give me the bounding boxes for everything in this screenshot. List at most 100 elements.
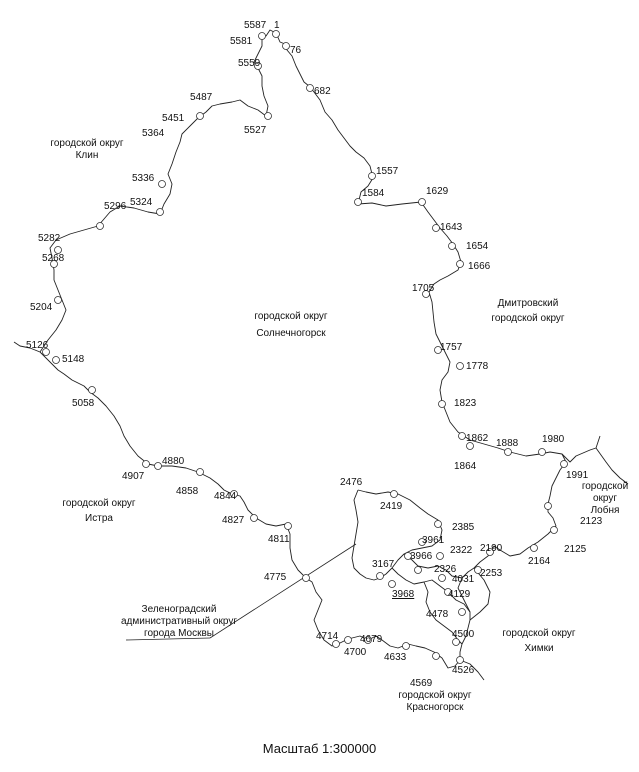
leader-line [125, 637, 211, 641]
region-klin: городской округ Клин [28, 138, 146, 162]
marker [438, 574, 446, 582]
marker [196, 112, 204, 120]
boundary-line [261, 29, 601, 463]
marker [264, 112, 272, 120]
boundary-line [469, 567, 491, 621]
point-label: 5527 [244, 125, 267, 136]
marker [504, 448, 512, 456]
point-label: 4827 [222, 515, 245, 526]
marker [550, 526, 558, 534]
marker [284, 522, 292, 530]
marker [196, 468, 204, 476]
point-label: 5581 [230, 36, 253, 47]
enclave-line [423, 581, 463, 645]
point-label: 3966 [410, 551, 433, 562]
marker [52, 356, 60, 364]
point-label: 5148 [62, 354, 85, 365]
point-label: 4526 [452, 665, 475, 676]
marker [88, 386, 96, 394]
point-label: 2123 [580, 516, 603, 527]
point-label: 4031 [452, 574, 475, 585]
region-khimki: городской округ Химки [484, 628, 594, 655]
point-label: 1557 [376, 166, 399, 177]
marker [142, 460, 150, 468]
marker [432, 652, 440, 660]
marker [544, 502, 552, 510]
point-label: 2419 [380, 501, 403, 512]
marker [54, 296, 62, 304]
marker [434, 520, 442, 528]
point-label: 5364 [142, 128, 165, 139]
point-label: 1757 [440, 342, 463, 353]
marker [354, 198, 362, 206]
marker [306, 84, 314, 92]
marker [376, 572, 384, 580]
point-label: 1 [274, 20, 280, 31]
point-label: 5282 [38, 233, 61, 244]
point-label: 2164 [528, 556, 551, 567]
marker [230, 490, 238, 498]
point-label: 4700 [344, 647, 367, 658]
region-label: Солнечногорск [256, 328, 326, 339]
region-label: округ [592, 493, 618, 504]
point-label: 1643 [440, 222, 463, 233]
region-label: городской округ [254, 311, 328, 322]
region-label: городской округ [50, 138, 124, 149]
region-label: Зеленоградский [141, 604, 217, 615]
point-label: 1654 [466, 241, 489, 252]
point-label: 682 [314, 86, 331, 97]
marker [436, 552, 444, 560]
marker [404, 552, 412, 560]
boundary-line [595, 447, 629, 485]
region-lobnya: городской округ Лобня [574, 481, 636, 517]
region-krasnogorsk: городской округ Красногорск [380, 690, 490, 714]
region-istra: городской округ Истра [44, 498, 154, 525]
point-label: 5451 [162, 113, 185, 124]
point-label: 5126 [26, 340, 49, 351]
point-label: 1980 [542, 434, 565, 445]
region-label: городской округ [502, 628, 576, 639]
marker [368, 172, 376, 180]
point-label: 1666 [468, 261, 491, 272]
marker [538, 448, 546, 456]
marker [530, 544, 538, 552]
point-label: 2476 [340, 477, 363, 488]
point-label: 5559 [238, 58, 261, 69]
region-zelenograd: Зеленоградский административный округ го… [112, 604, 246, 640]
point-label: 5268 [42, 253, 65, 264]
region-label: городской округ [491, 313, 565, 324]
marker [418, 538, 426, 546]
enclave-line [391, 567, 471, 613]
region-label: административный округ [120, 616, 238, 627]
marker [156, 208, 164, 216]
point-label: 2125 [564, 544, 587, 555]
marker [272, 30, 280, 38]
marker [432, 224, 440, 232]
marker [50, 260, 58, 268]
point-label: 76 [290, 45, 302, 56]
marker [96, 222, 104, 230]
marker [452, 638, 460, 646]
point-label: 1864 [454, 461, 477, 472]
point-label: 5204 [30, 302, 53, 313]
point-label: 4880 [162, 456, 185, 467]
marker [282, 42, 290, 50]
marker [402, 642, 410, 650]
marker [418, 198, 426, 206]
marker [434, 346, 442, 354]
point-label: 4633 [384, 652, 407, 663]
marker [254, 62, 262, 70]
point-label: 3961 [422, 535, 445, 546]
marker [438, 400, 446, 408]
marker [302, 574, 310, 582]
marker [258, 32, 266, 40]
marker [456, 260, 464, 268]
point-label: 4129 [448, 589, 471, 600]
point-label: 2326 [434, 564, 457, 575]
boundary-line [459, 659, 485, 681]
marker [448, 242, 456, 250]
region-label: Истра [85, 513, 113, 524]
point-label: 4775 [264, 572, 287, 583]
